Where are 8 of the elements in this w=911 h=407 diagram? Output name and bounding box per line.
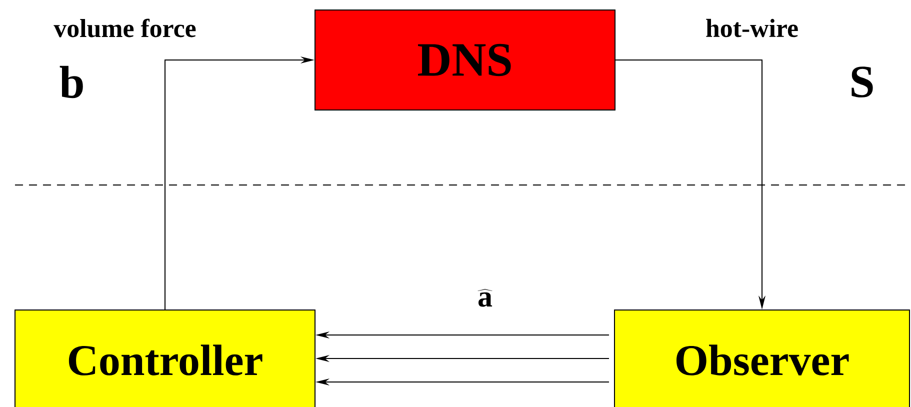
signal-symbol: S [852, 66, 873, 98]
controller-box: Controller [14, 310, 316, 407]
signal-symbol: b [60, 66, 83, 98]
signal-label: hot-wire [706, 18, 798, 38]
process-box: DNS [314, 10, 616, 110]
observer-box: Observer [614, 310, 910, 407]
signal-symbol: $\widehat{\mathbf{a}}$ [478, 289, 492, 307]
signal-label: volume force [54, 18, 196, 38]
